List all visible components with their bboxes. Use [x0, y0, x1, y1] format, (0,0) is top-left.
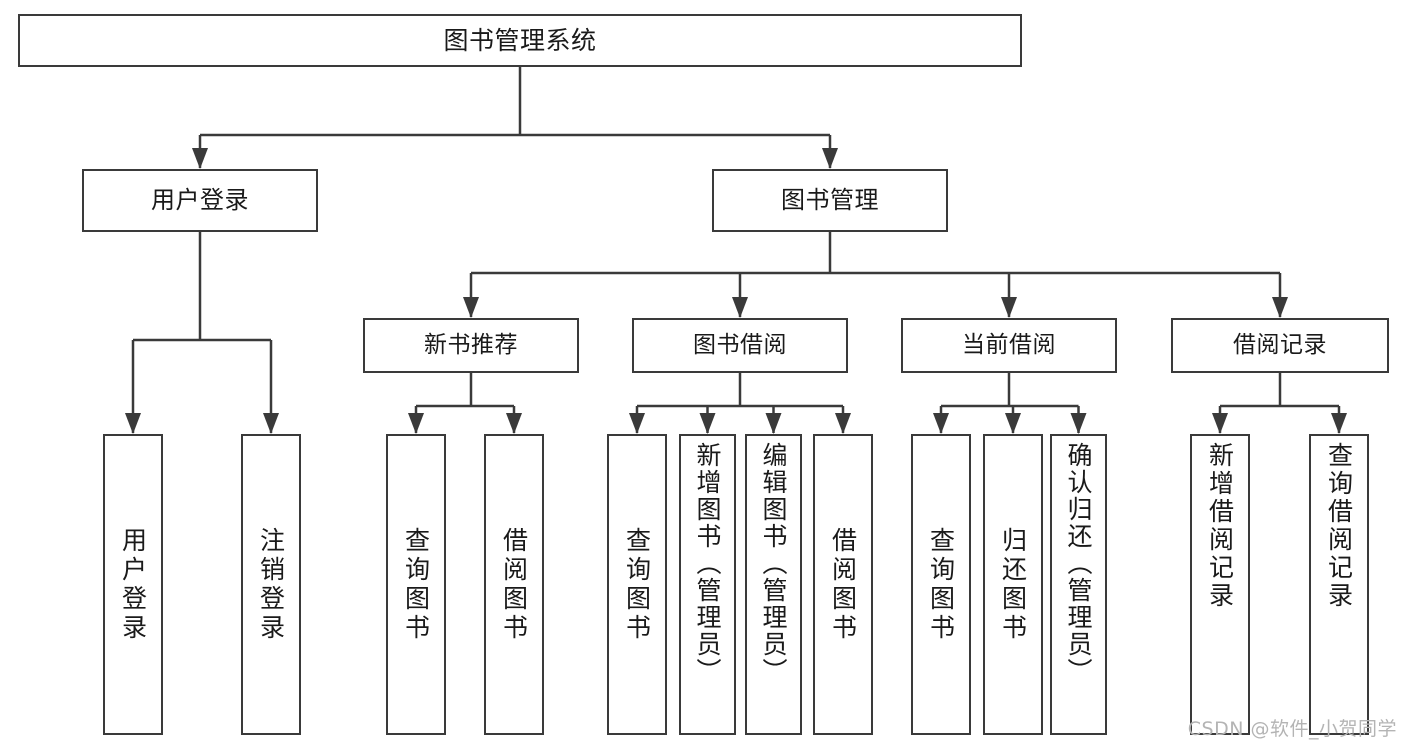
arrowhead-icon	[1331, 413, 1347, 434]
node-label: 查询图书	[622, 526, 652, 643]
arrowhead-icon	[629, 413, 645, 434]
node-book-manage[interactable]: 图书管理	[712, 169, 948, 232]
arrowhead-icon	[506, 413, 522, 434]
arrowhead-icon	[765, 413, 782, 434]
node-leaf-query-book-2[interactable]: 查询图书	[607, 434, 667, 735]
node-label: 注销登录	[256, 526, 286, 643]
node-label: 借阅图书	[499, 526, 529, 643]
node-new-book-recommend[interactable]: 新书推荐	[363, 318, 579, 373]
node-label: 新增图书（管理员）	[693, 442, 722, 685]
node-leaf-user-logout[interactable]: 注销登录	[241, 434, 301, 735]
node-label: 借阅记录	[1233, 331, 1327, 358]
arrowhead-icon	[192, 148, 208, 169]
node-leaf-borrow-book-2[interactable]: 借阅图书	[813, 434, 873, 735]
node-label: 查询图书	[401, 526, 431, 643]
arrowhead-icon	[732, 297, 748, 318]
node-label: 用户登录	[118, 526, 148, 643]
arrowhead-icon	[463, 297, 479, 318]
node-leaf-query-book-1[interactable]: 查询图书	[386, 434, 446, 735]
node-leaf-query-record[interactable]: 查询借阅记录	[1309, 434, 1369, 735]
node-root[interactable]: 图书管理系统	[18, 14, 1022, 67]
node-label: 新增借阅记录	[1205, 442, 1235, 610]
arrowhead-icon	[822, 148, 838, 169]
node-leaf-query-book-3[interactable]: 查询图书	[911, 434, 971, 735]
node-label: 图书管理系统	[443, 25, 597, 55]
csdn-watermark: CSDN @软件_小贺同学	[1187, 718, 1397, 740]
node-leaf-borrow-book-1[interactable]: 借阅图书	[484, 434, 544, 735]
arrowhead-icon	[1005, 413, 1021, 434]
arrowhead-icon	[1212, 413, 1228, 434]
node-user-login[interactable]: 用户登录	[82, 169, 318, 232]
node-label: 编辑图书（管理员）	[759, 442, 788, 685]
arrowhead-icon	[699, 413, 716, 434]
node-leaf-edit-book[interactable]: 编辑图书（管理员）	[745, 434, 802, 735]
node-label: 新书推荐	[424, 331, 518, 358]
node-label: 查询图书	[926, 526, 956, 643]
node-label: 图书管理	[781, 186, 879, 215]
arrowhead-icon	[933, 413, 949, 434]
arrowhead-icon	[263, 413, 279, 434]
node-current-borrow[interactable]: 当前借阅	[901, 318, 1117, 373]
node-label: 查询借阅记录	[1324, 442, 1354, 610]
node-label: 图书借阅	[693, 331, 787, 358]
node-leaf-return-book[interactable]: 归还图书	[983, 434, 1043, 735]
node-book-borrow[interactable]: 图书借阅	[632, 318, 848, 373]
node-leaf-add-record[interactable]: 新增借阅记录	[1190, 434, 1250, 735]
arrowhead-icon	[125, 413, 141, 434]
node-leaf-add-book[interactable]: 新增图书（管理员）	[679, 434, 736, 735]
arrowhead-icon	[1001, 297, 1017, 318]
node-label: 确认归还（管理员）	[1064, 442, 1093, 685]
arrowhead-icon	[1070, 413, 1087, 434]
node-leaf-confirm-return[interactable]: 确认归还（管理员）	[1050, 434, 1107, 735]
node-label: 当前借阅	[962, 331, 1056, 358]
node-label: 归还图书	[998, 526, 1028, 643]
arrowhead-icon	[835, 413, 851, 434]
node-label: 用户登录	[151, 186, 249, 215]
node-label: 借阅图书	[828, 526, 858, 643]
node-borrow-record[interactable]: 借阅记录	[1171, 318, 1389, 373]
arrowhead-icon	[1272, 297, 1288, 318]
node-leaf-user-login[interactable]: 用户登录	[103, 434, 163, 735]
arrowhead-icon	[408, 413, 424, 434]
